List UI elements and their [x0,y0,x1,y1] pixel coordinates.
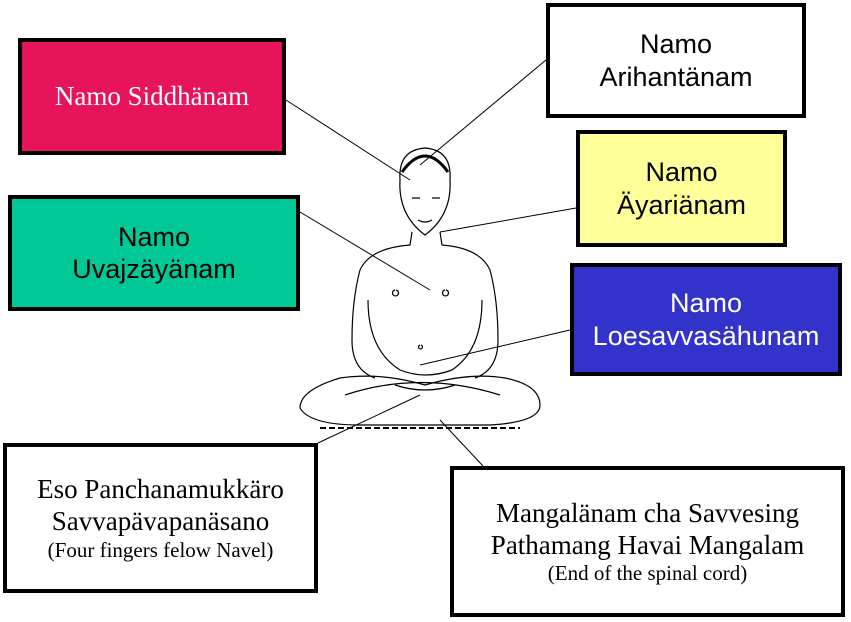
box-text: Arihantänam [599,61,753,92]
box-namo-arihantanam: Namo Arihantänam [546,3,806,118]
connector-eso [317,394,421,444]
box-text: Namo [645,157,718,188]
box-text: Eso Panchanamukkäro [37,474,284,505]
box-text: Äyariänam [616,189,747,220]
connector-siddhanam [285,99,411,181]
box-mangalanam: Mangalänam cha Savvesing Pathamang Havai… [450,466,845,617]
connector-uvajzayanam [299,211,431,291]
box-text: Savvapävapanäsano [51,506,270,537]
box-namo-loesavvasahunam: Namo Loesavvasähunam [570,263,842,376]
box-namo-ayarianam: Namo Äyariänam [576,130,787,247]
connector-ayarianam [439,207,577,233]
box-eso-panchanamukkaro: Eso Panchanamukkäro Savvapävapanäsano (F… [3,443,318,593]
box-text: Pathamang Havai Mangalam [490,529,805,560]
connector-arihantanam [419,59,547,166]
box-text: Namo [639,29,713,60]
box-text: Uvajzäyänam [72,254,236,284]
connector-loesavvasahunam [419,329,571,366]
box-text: Namo [669,288,743,319]
box-note: (Four fingers felow Navel) [47,537,274,562]
box-text: Namo Siddhänam [54,81,250,112]
box-text: Mangalänam cha Savvesing [496,497,799,528]
seated-figure-illustration [299,147,541,429]
connector-lines [285,59,577,467]
connector-mangalanam [439,419,484,467]
box-text: Loesavvasähunam [592,320,820,351]
box-note: (End of the spinal cord) [547,561,748,586]
box-namo-uvajzayanam: Namo Uvajzäyänam [8,195,300,311]
box-text: Namo [117,221,191,252]
box-namo-siddhanam: Namo Siddhänam [18,38,286,155]
